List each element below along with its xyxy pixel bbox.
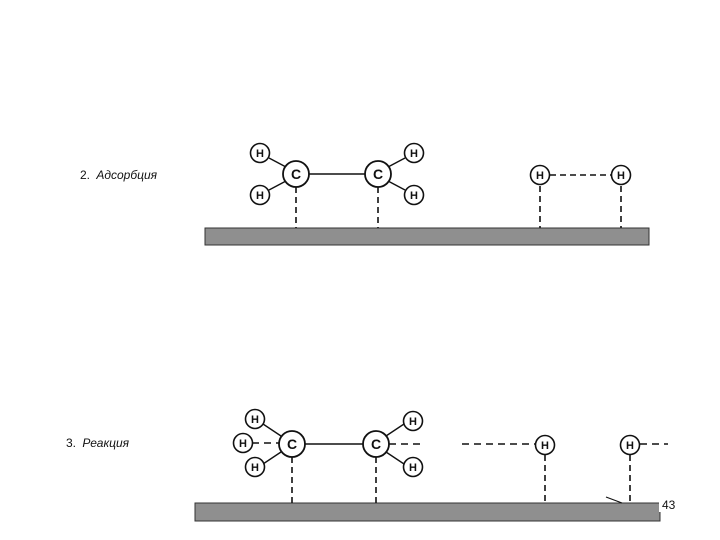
svg-text:H: H <box>541 440 549 452</box>
svg-text:H: H <box>626 440 634 452</box>
hydrogen-atom: H <box>249 184 271 206</box>
catalyst-surface <box>194 502 661 522</box>
svg-text:H: H <box>251 462 259 474</box>
hydrogen-atom: H <box>232 432 254 454</box>
arrow-mark <box>605 496 623 504</box>
hydrogen-atom: H <box>402 410 424 432</box>
svg-text:C: C <box>373 166 383 182</box>
carbon-atom: C <box>278 430 306 458</box>
hydrogen-atom: H <box>244 408 266 430</box>
hydrogen-atom: H <box>529 164 551 186</box>
svg-text:H: H <box>410 190 418 202</box>
hydrogen-atom: H <box>403 184 425 206</box>
svg-text:H: H <box>409 462 417 474</box>
hydrogen-atom: H <box>534 434 556 456</box>
surface-bonds <box>291 455 631 503</box>
hydrogen-atom: H <box>402 456 424 478</box>
stage-adsorption: 2. Адсорбция C C <box>80 142 650 246</box>
molecular-bonds <box>262 423 405 465</box>
carbon-atom: C <box>282 160 310 188</box>
stage-label: 2. Адсорбция <box>80 168 158 182</box>
stage-label: 3. Реакция <box>66 436 130 450</box>
page-number-bg <box>659 497 681 512</box>
svg-text:H: H <box>409 416 417 428</box>
stage-number: 3. <box>66 436 76 450</box>
svg-text:H: H <box>617 170 625 182</box>
page-number: 43 <box>662 498 676 512</box>
hydrogen-atom: H <box>619 434 641 456</box>
carbon-atom: C <box>362 430 390 458</box>
svg-text:C: C <box>287 436 297 452</box>
catalyst-surface <box>204 227 650 246</box>
surface-bonds <box>295 186 622 228</box>
svg-text:H: H <box>251 414 259 426</box>
hydrogen-atom: H <box>610 164 632 186</box>
svg-text:H: H <box>239 438 247 450</box>
hydrogen-atom: H <box>244 456 266 478</box>
hydrogen-atom: H <box>249 142 271 164</box>
stage-reaction: 3. Реакция <box>66 408 668 522</box>
svg-text:C: C <box>291 166 301 182</box>
stage-title: Реакция <box>82 436 129 450</box>
stage-title: Адсорбция <box>95 168 157 182</box>
svg-text:C: C <box>371 436 381 452</box>
molecular-bonds <box>268 157 406 191</box>
svg-text:H: H <box>256 190 264 202</box>
stage-number: 2. <box>80 168 90 182</box>
svg-text:H: H <box>536 170 544 182</box>
hydrogen-atom: H <box>403 142 425 164</box>
forming-bonds <box>252 442 668 445</box>
carbon-atom: C <box>364 160 392 188</box>
svg-text:H: H <box>256 148 264 160</box>
svg-text:H: H <box>410 148 418 160</box>
